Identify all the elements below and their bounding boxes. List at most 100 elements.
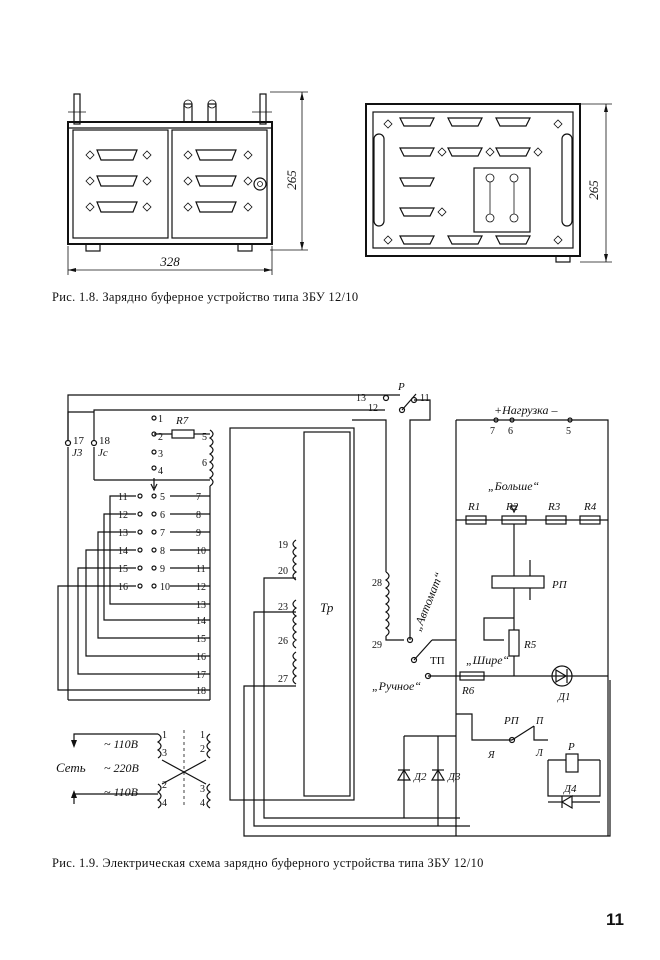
- svg-text:4: 4: [162, 798, 167, 809]
- svg-text:Сеть: Сеть: [56, 760, 86, 775]
- svg-text:2: 2: [200, 744, 205, 755]
- svg-text:~ 220В: ~ 220В: [104, 761, 139, 775]
- svg-text:7: 7: [196, 492, 201, 503]
- svg-text:11: 11: [118, 492, 128, 503]
- primary-winding: 5 6: [202, 429, 214, 700]
- svg-text:11: 11: [420, 393, 430, 404]
- svg-text:27: 27: [278, 674, 288, 685]
- svg-text:28: 28: [372, 578, 382, 589]
- svg-text:6: 6: [202, 458, 207, 469]
- switch-a: R7 1 2 3 4: [150, 414, 210, 492]
- svg-text:„Больше“: „Больше“: [488, 479, 540, 493]
- terminal-jc: 18 Jc: [90, 435, 111, 459]
- switch-tp: ТП „Автомат“ „Ручное“: [372, 570, 456, 693]
- wiring-frame: [67, 394, 400, 700]
- svg-text:8: 8: [160, 546, 165, 557]
- svg-text:5: 5: [202, 432, 207, 443]
- svg-text:19: 19: [278, 540, 288, 551]
- secondary-tap-labels: 7 8 9 10 11 12 13 14 15 16 17 18: [196, 492, 206, 697]
- relay-p-coil: Р Д4: [547, 741, 601, 810]
- svg-text:6: 6: [160, 510, 165, 521]
- svg-text:1: 1: [200, 730, 205, 741]
- svg-text:14: 14: [196, 616, 206, 627]
- svg-text:Д1: Д1: [557, 691, 571, 703]
- svg-text:~ 110В: ~ 110В: [104, 785, 139, 799]
- svg-text:R5: R5: [523, 639, 537, 651]
- svg-text:17: 17: [196, 670, 206, 681]
- svg-text:12: 12: [118, 510, 128, 521]
- svg-text:Д4: Д4: [563, 783, 577, 795]
- svg-text:1: 1: [162, 730, 167, 741]
- svg-text:Jc: Jc: [98, 447, 108, 459]
- svg-text:29: 29: [372, 640, 382, 651]
- svg-text:„Ручное“: „Ручное“: [372, 679, 421, 693]
- svg-text:5: 5: [566, 426, 571, 437]
- svg-text:17: 17: [73, 435, 85, 447]
- svg-text:12: 12: [368, 403, 378, 414]
- svg-text:Д2: Д2: [413, 771, 427, 783]
- svg-text:J3: J3: [72, 447, 83, 459]
- svg-text:8: 8: [196, 510, 201, 521]
- svg-text:18: 18: [99, 435, 111, 447]
- svg-text:12: 12: [196, 582, 206, 593]
- winding-two: 19 20 23 26 27: [243, 539, 611, 837]
- top-view: [365, 103, 612, 263]
- svg-text:„Шире“: „Шире“: [466, 653, 510, 667]
- svg-text:9: 9: [160, 564, 165, 575]
- svg-text:3: 3: [162, 748, 167, 759]
- terminal-j3: 17 J3: [64, 435, 85, 459]
- front-height-dimension: 265: [284, 170, 299, 190]
- svg-text:5: 5: [160, 492, 165, 503]
- svg-text:9: 9: [196, 528, 201, 539]
- svg-text:1: 1: [158, 414, 163, 425]
- svg-text:R4: R4: [583, 501, 597, 513]
- svg-text:20: 20: [278, 566, 288, 577]
- svg-text:R6: R6: [461, 685, 475, 697]
- relay-rp-contact: РП П Я Л: [456, 713, 548, 761]
- svg-text:3: 3: [200, 784, 205, 795]
- svg-text:4: 4: [200, 798, 205, 809]
- load-terminals: +Нагрузка – 7 6 5: [455, 403, 609, 836]
- svg-text:Тр: Тр: [320, 600, 334, 615]
- svg-text:14: 14: [118, 546, 128, 557]
- svg-text:Л: Л: [535, 748, 544, 759]
- mains-block: Сеть ~ 110В ~ 220В ~ 110В 1 3 2 4 1 2 3 …: [56, 730, 212, 809]
- svg-text:R7: R7: [175, 415, 189, 427]
- svg-text:6: 6: [508, 426, 513, 437]
- winding-three: 28 29: [352, 419, 404, 651]
- svg-text:R1: R1: [467, 501, 480, 513]
- figure-1-8-caption: Рис. 1.8. Зарядно буферное устройство ти…: [52, 290, 359, 304]
- svg-text:ТП: ТП: [430, 655, 445, 667]
- svg-text:13: 13: [118, 528, 128, 539]
- page-number: 11: [606, 910, 624, 929]
- tap-wires: [57, 479, 210, 701]
- svg-text:16: 16: [118, 582, 128, 593]
- svg-text:П: П: [535, 716, 544, 727]
- figure-1-8-drawing: 328 265: [67, 91, 612, 275]
- resistor-r7: [171, 429, 195, 439]
- svg-text:+Нагрузка –: +Нагрузка –: [494, 403, 558, 417]
- svg-text:3: 3: [158, 449, 163, 460]
- svg-text:7: 7: [490, 426, 495, 437]
- svg-text:10: 10: [160, 582, 170, 593]
- resistor-r6-diode-d1: R6 Д1: [456, 665, 608, 703]
- svg-text:Д3: Д3: [447, 771, 461, 783]
- diodes-d2-d3: Д2 Д3: [396, 735, 461, 826]
- svg-text:7: 7: [160, 528, 165, 539]
- svg-text:26: 26: [278, 636, 288, 647]
- switch-b: 5 6 7 8 9 10 11 12 13 14 15 16: [118, 492, 170, 593]
- svg-text:„Автомат“: „Автомат“: [410, 570, 446, 633]
- front-width-dimension: 328: [159, 254, 180, 269]
- svg-text:~ 110В: ~ 110В: [104, 737, 139, 751]
- svg-text:Р: Р: [397, 381, 405, 393]
- resistor-r3: [545, 515, 567, 525]
- resistor-r4: [579, 515, 601, 525]
- figure-1-9-caption: Рис. 1.9. Электрическая схема зарядно бу…: [52, 856, 484, 870]
- svg-text:10: 10: [196, 546, 206, 557]
- svg-text:Р: Р: [567, 741, 575, 753]
- transformer-core: Тр: [229, 427, 355, 801]
- svg-text:4: 4: [158, 466, 163, 477]
- top-height-dimension: 265: [586, 180, 601, 200]
- resistor-r5: [508, 629, 520, 657]
